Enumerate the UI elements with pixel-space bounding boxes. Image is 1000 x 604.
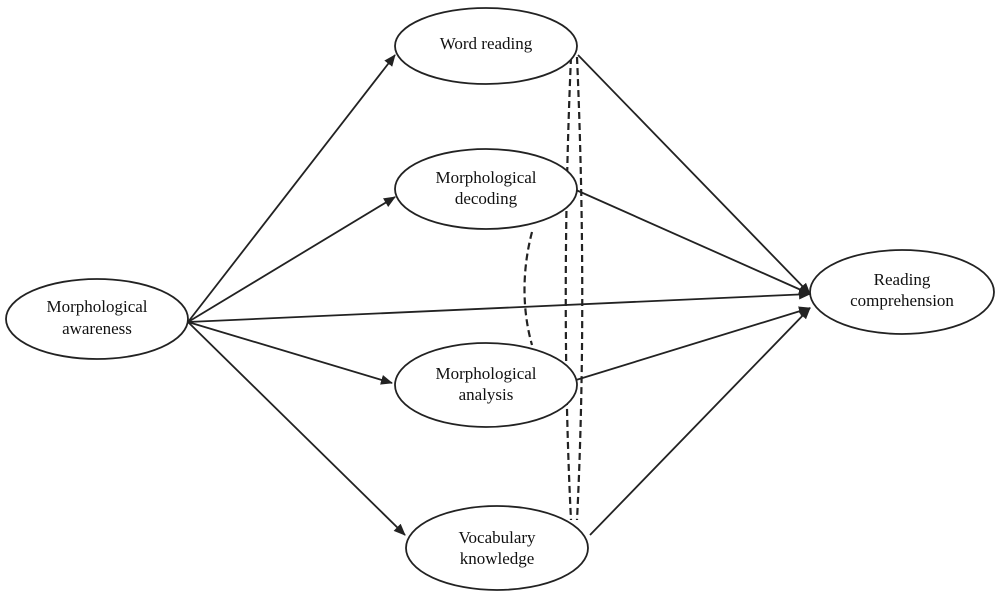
edge-awareness-to-vocabulary xyxy=(187,321,406,536)
edge-word-reading-to-comprehension xyxy=(577,54,811,295)
edge-awareness-to-word-reading xyxy=(187,54,396,323)
node-reading-comprehension-line2: comprehension xyxy=(850,291,954,310)
node-morphological-analysis-line2: analysis xyxy=(459,385,514,404)
node-vocabulary-knowledge-line2: knowledge xyxy=(460,549,535,568)
node-vocabulary-knowledge: Vocabulary knowledge xyxy=(405,505,589,591)
edge-awareness-to-comprehension xyxy=(187,289,811,323)
node-morphological-decoding: Morphological decoding xyxy=(394,148,578,230)
correlation-word-reading-vocabulary xyxy=(564,56,573,521)
node-reading-comprehension: Reading comprehension xyxy=(809,249,995,335)
node-vocabulary-knowledge-line1: Vocabulary xyxy=(458,528,536,547)
node-morphological-awareness-line2: awareness xyxy=(62,319,132,338)
edge-vocabulary-to-comprehension xyxy=(589,307,811,536)
edge-decoding-to-comprehension xyxy=(575,189,811,295)
node-morphological-decoding-line2: decoding xyxy=(455,189,518,208)
edge-awareness-to-decoding xyxy=(187,196,396,323)
node-reading-comprehension-line1: Reading xyxy=(874,270,931,289)
node-morphological-analysis-line1: Morphological xyxy=(435,364,536,383)
node-morphological-awareness: Morphological awareness xyxy=(5,278,189,360)
correlation-word-reading-vocabulary-inner xyxy=(575,56,584,521)
node-word-reading-line1: Word reading xyxy=(440,34,533,53)
node-morphological-analysis: Morphological analysis xyxy=(394,342,578,428)
node-morphological-awareness-line1: Morphological xyxy=(46,297,147,316)
correlation-decoding-analysis xyxy=(523,231,534,346)
edge-awareness-to-analysis xyxy=(187,321,393,385)
node-word-reading: Word reading xyxy=(394,7,578,85)
node-morphological-decoding-line1: Morphological xyxy=(435,168,536,187)
edge-analysis-to-comprehension xyxy=(575,306,811,381)
